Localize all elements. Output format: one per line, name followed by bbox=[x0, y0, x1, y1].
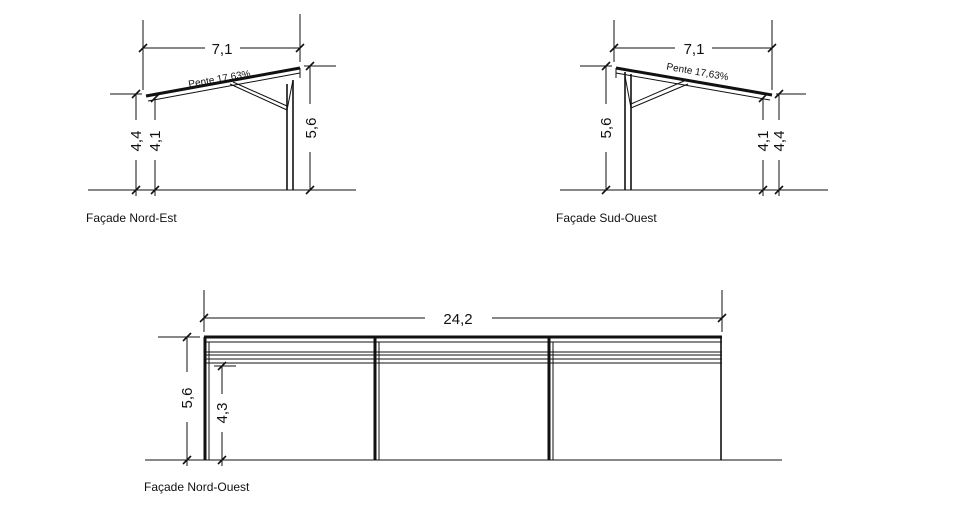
brace-ne-a bbox=[229, 83, 288, 111]
roof-ne-under bbox=[147, 72, 301, 102]
facade-north-west: 24,2 5,6 4,3 Façade Nord-Ouest bbox=[144, 290, 782, 494]
tick-ne-l1 bbox=[131, 89, 141, 99]
tick-sw-l1 bbox=[758, 93, 768, 103]
tick-sw-l3 bbox=[774, 89, 784, 99]
brace-sw-c bbox=[624, 75, 632, 109]
tick-nw-t1 bbox=[182, 332, 192, 342]
dim-ne-high: 5,6 bbox=[303, 118, 320, 139]
tick-ne-l3 bbox=[150, 93, 160, 103]
roof-sw bbox=[615, 66, 773, 97]
tick-nw-len2 bbox=[717, 313, 727, 323]
dim-nw-clear-height: 4,3 bbox=[214, 403, 231, 424]
tick-ne-l2 bbox=[131, 185, 141, 195]
tick-sw-h2 bbox=[601, 185, 611, 195]
tick-sw-w1 bbox=[609, 43, 619, 53]
caption-north-east: Façade Nord-Est bbox=[86, 211, 177, 225]
brace-sw-a bbox=[630, 83, 689, 109]
tick-ne-h1 bbox=[305, 61, 315, 71]
tick-ne-h2 bbox=[305, 185, 315, 195]
tick-sw-h1 bbox=[601, 61, 611, 71]
tick-sw-l4 bbox=[774, 185, 784, 195]
caption-north-west: Façade Nord-Ouest bbox=[144, 480, 250, 494]
dim-sw-low-inner: 4,1 bbox=[755, 131, 772, 152]
tick-nw-len1 bbox=[199, 313, 209, 323]
facade-north-east: 7,1 5,6 4,4 4,1 Pente 17,63% Façade Nord… bbox=[86, 14, 356, 225]
dim-sw-low-outer: 4,4 bbox=[771, 131, 788, 152]
tick-ne-w1 bbox=[138, 43, 148, 53]
slope-label-ne: Pente 17,63% bbox=[188, 69, 252, 91]
dim-ne-low-outer: 4,4 bbox=[128, 131, 145, 152]
tick-nw-t2 bbox=[182, 455, 192, 465]
caption-south-west: Façade Sud-Ouest bbox=[556, 211, 657, 225]
brace-ne-b bbox=[232, 81, 288, 107]
brace-sw-b bbox=[630, 80, 685, 105]
facade-south-west: 7,1 5,6 4,1 4,4 Pente 17,63% Façade Sud-… bbox=[556, 20, 828, 225]
tick-nw-c1 bbox=[217, 361, 227, 371]
roof-ne bbox=[145, 66, 301, 98]
tick-sw-l2 bbox=[758, 185, 768, 195]
tick-sw-w2 bbox=[767, 43, 777, 53]
dim-nw-length: 24,2 bbox=[443, 311, 472, 328]
roof-sw-under bbox=[615, 72, 771, 101]
tick-ne-w2 bbox=[295, 43, 305, 53]
tick-nw-c2 bbox=[217, 455, 227, 465]
tick-ne-l4 bbox=[150, 185, 160, 195]
dim-sw-high: 5,6 bbox=[598, 118, 615, 139]
dim-sw-width: 7,1 bbox=[684, 41, 705, 58]
dim-ne-low-inner: 4,1 bbox=[147, 131, 164, 152]
dim-nw-total-height: 5,6 bbox=[179, 388, 196, 409]
brace-ne-c bbox=[286, 79, 294, 111]
dim-ne-width: 7,1 bbox=[212, 41, 233, 58]
slope-label-sw: Pente 17,63% bbox=[666, 62, 730, 84]
